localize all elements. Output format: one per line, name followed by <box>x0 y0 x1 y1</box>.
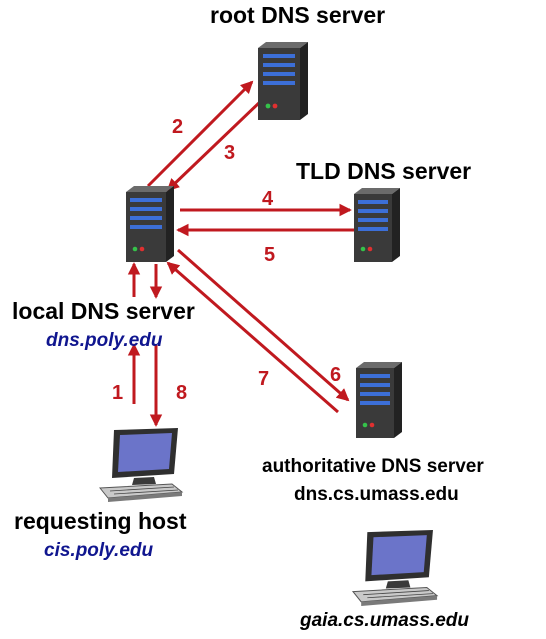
step-8-label: 8 <box>176 382 188 404</box>
gaia-host-computer-icon <box>351 530 439 606</box>
gaia-host-label: gaia.cs.umass.edu <box>300 610 469 631</box>
requesting-host-label: requesting host <box>14 508 187 534</box>
arrow-step-7 <box>166 261 339 414</box>
arrow-step-2 <box>146 80 254 188</box>
tld-dns-server-label: TLD DNS server <box>296 158 472 184</box>
step-5-label: 5 <box>264 244 276 266</box>
step-2-label: 2 <box>172 116 184 138</box>
requesting-host-hostname: cis.poly.edu <box>44 540 154 561</box>
authoritative-server-icon <box>356 362 402 438</box>
local-server-icon <box>126 186 174 262</box>
authoritative-dns-server-hostname: dns.cs.umass.edu <box>294 484 459 505</box>
step-3-label: 3 <box>224 142 236 164</box>
local-dns-server-label: local DNS server <box>12 298 195 324</box>
requesting-host-computer-icon <box>99 428 184 502</box>
arrow-step-3 <box>166 98 264 192</box>
root-server-icon <box>258 42 308 120</box>
tld-server-icon <box>354 188 400 262</box>
step-4-label: 4 <box>262 188 274 210</box>
root-dns-server-label: root DNS server <box>210 2 386 28</box>
step-7-label: 7 <box>258 368 270 390</box>
authoritative-dns-server-label: authoritative DNS server <box>262 456 484 477</box>
local-dns-server-hostname: dns.poly.edu <box>46 330 163 351</box>
step-1-label: 1 <box>112 382 124 404</box>
arrow-step-6 <box>177 248 350 402</box>
step-6-label: 6 <box>330 364 342 386</box>
